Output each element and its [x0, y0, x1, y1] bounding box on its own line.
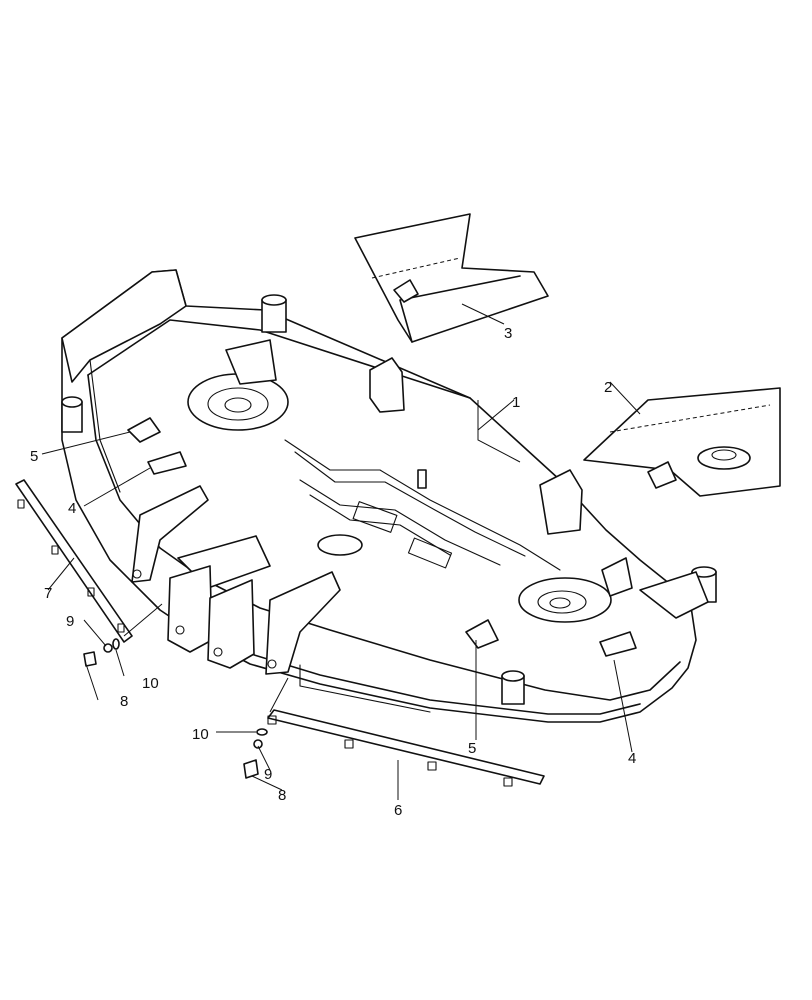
discharge-shield-2 [583, 387, 781, 497]
callout-1: 1 [512, 394, 520, 411]
callout-4-right: 4 [628, 750, 636, 767]
mower-deck-housing [61, 269, 717, 723]
callout-8-front: 8 [278, 787, 286, 804]
callout-9-left: 9 [66, 613, 74, 630]
leader-lines [41, 303, 641, 800]
callout-3: 3 [504, 325, 512, 342]
discharge-shield-3 [354, 213, 549, 343]
baffle-strip-7 [15, 479, 163, 643]
callout-7: 7 [44, 585, 52, 602]
callout-9-front: 9 [264, 766, 272, 783]
callout-10-front: 10 [192, 726, 209, 743]
baffle-strip-6 [267, 677, 545, 787]
callout-labels: 1 2 3 4 4 5 5 6 7 8 8 9 9 10 10 [30, 325, 636, 819]
hardware-front [243, 728, 268, 779]
callout-5-front: 5 [468, 740, 476, 757]
callout-4-left: 4 [68, 500, 76, 517]
callout-2: 2 [604, 379, 612, 396]
callout-8-left: 8 [120, 693, 128, 710]
callout-5-left: 5 [30, 448, 38, 465]
callout-6: 6 [394, 802, 402, 819]
hardware-left [83, 638, 120, 667]
callout-10-left: 10 [142, 675, 159, 692]
